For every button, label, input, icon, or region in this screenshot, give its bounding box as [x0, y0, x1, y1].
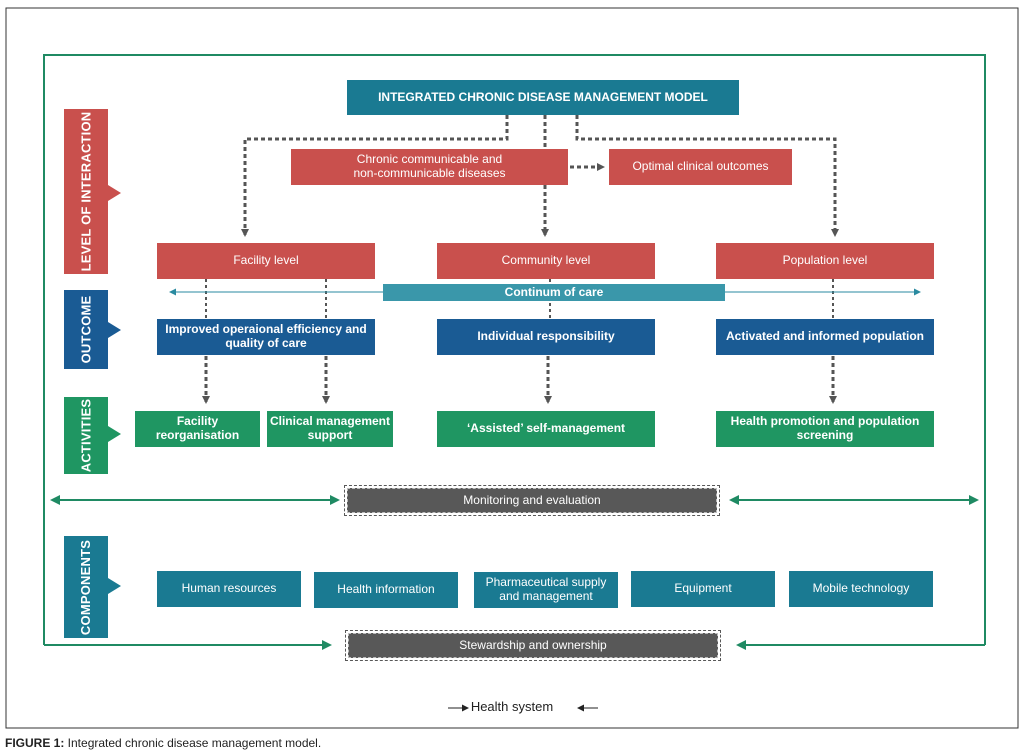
- figure-caption: FIGURE 1: Integrated chronic disease man…: [5, 736, 321, 750]
- activity-clinical-management-box: Clinical management support: [267, 411, 393, 447]
- health-system-label: Health system: [470, 699, 554, 714]
- pointer-activities: [108, 426, 121, 442]
- stewardship-ownership-bar: Stewardship and ownership: [345, 630, 721, 661]
- side-label-level-of-interaction: LEVEL OF INTERACTION: [64, 109, 108, 274]
- component-mobile-technology-box: Mobile technology: [789, 571, 933, 607]
- side-label-outcome: OUTCOME: [64, 290, 108, 369]
- population-level-box: Population level: [716, 243, 934, 279]
- pointer-outcome: [108, 322, 121, 338]
- side-label-activities: ACTIVITIES: [64, 397, 108, 474]
- green-frame: [43, 54, 986, 645]
- outcome-efficiency-box: Improved operaional efficiency and quali…: [157, 319, 375, 355]
- side-label-components: COMPONENTS: [64, 536, 108, 638]
- outer-frame: [5, 7, 1019, 729]
- activity-health-promotion-box: Health promotion and population screenin…: [716, 411, 934, 447]
- monitoring-evaluation-bar: Monitoring and evaluation: [344, 485, 720, 516]
- facility-level-box: Facility level: [157, 243, 375, 279]
- component-pharmaceutical-supply-box: Pharmaceutical supply and management: [474, 572, 618, 608]
- chronic-diseases-box: Chronic communicable and non-communicabl…: [291, 149, 568, 185]
- model-title: INTEGRATED CHRONIC DISEASE MANAGEMENT MO…: [347, 80, 739, 115]
- community-level-box: Community level: [437, 243, 655, 279]
- optimal-outcomes-box: Optimal clinical outcomes: [609, 149, 792, 185]
- component-human-resources-box: Human resources: [157, 571, 301, 607]
- component-health-information-box: Health information: [314, 572, 458, 608]
- caption-prefix: FIGURE 1:: [5, 736, 65, 750]
- outcome-activated-population-box: Activated and informed population: [716, 319, 934, 355]
- pointer-level: [108, 185, 121, 201]
- pointer-components: [108, 578, 121, 594]
- caption-text: Integrated chronic disease management mo…: [64, 736, 322, 750]
- activity-self-management-box: ‘Assisted’ self-management: [437, 411, 655, 447]
- continuum-of-care-bar: Continum of care: [383, 284, 725, 301]
- outcome-individual-responsibility-box: Individual responsibility: [437, 319, 655, 355]
- component-equipment-box: Equipment: [631, 571, 775, 607]
- activity-facility-reorganisation-box: Facility reorganisation: [135, 411, 260, 447]
